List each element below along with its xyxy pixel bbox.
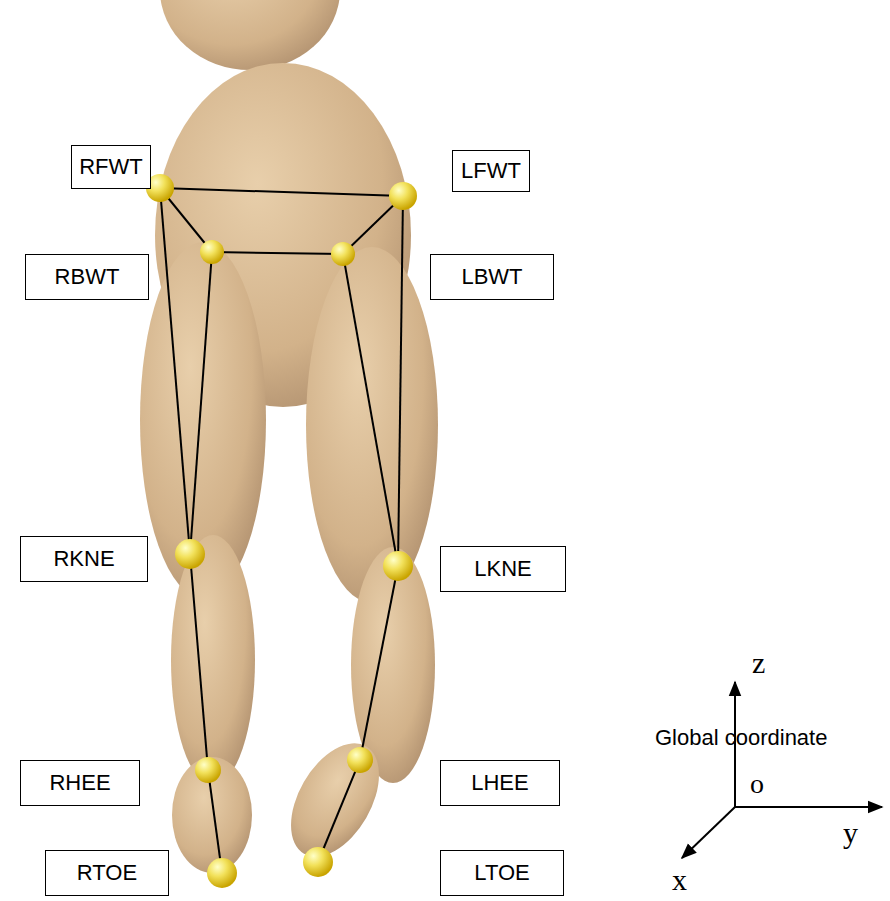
marker-label-box: RFWT — [71, 145, 151, 189]
marker-name: LBWT — [461, 264, 522, 290]
marker-name: LTOE — [474, 860, 529, 886]
marker-name: RFWT — [79, 154, 143, 180]
marker-links — [160, 188, 403, 873]
marker-label-box: LKNE — [440, 546, 566, 592]
marker-name: RKNE — [53, 546, 114, 572]
marker-label-box: LBWT — [430, 254, 554, 300]
marker-spheres — [146, 174, 417, 888]
marker-label-box: LTOE — [440, 850, 564, 896]
axis-letter: x — [672, 865, 687, 895]
marker-label-box: RTOE — [45, 850, 169, 896]
axes-title: Global coordinate — [655, 727, 827, 749]
marker-name: RBWT — [55, 264, 120, 290]
coordinate-axes — [682, 682, 882, 858]
body — [140, 0, 438, 873]
marker-label-box: RHEE — [20, 760, 140, 806]
marker-label-box: RBWT — [25, 254, 149, 300]
marker-label-box: LHEE — [440, 760, 560, 806]
marker-name: LFWT — [461, 158, 521, 184]
axis-letter: z — [752, 648, 765, 678]
marker-name: LKNE — [474, 556, 531, 582]
axis-letter: o — [750, 770, 764, 798]
axis-letter: y — [843, 818, 858, 848]
marker-label-box: LFWT — [452, 150, 530, 192]
marker-name: LHEE — [471, 770, 528, 796]
marker-name: RHEE — [49, 770, 110, 796]
marker-label-box: RKNE — [20, 536, 148, 582]
marker-name: RTOE — [77, 860, 137, 886]
